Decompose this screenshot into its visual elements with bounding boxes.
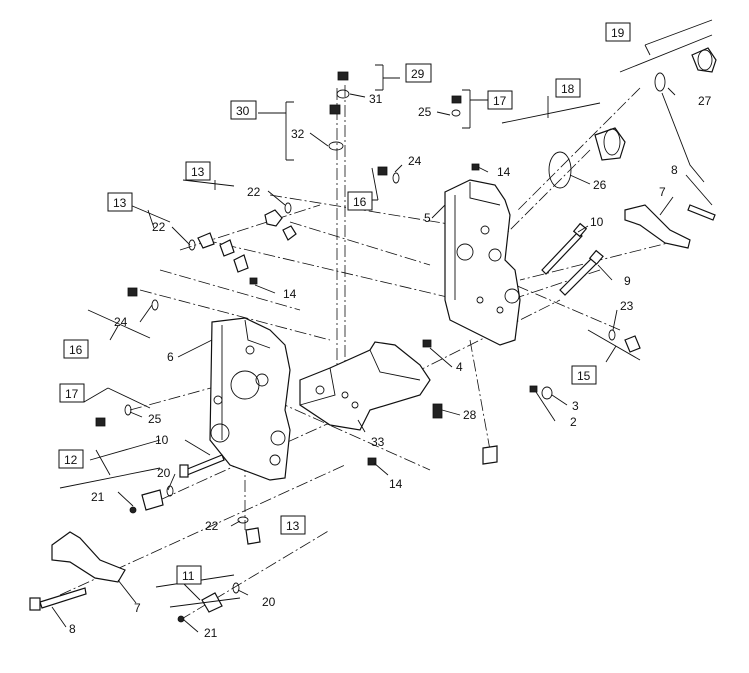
boxed-callout: 11 bbox=[182, 569, 195, 583]
boxed-callout: 13 bbox=[286, 519, 300, 533]
bolt-8-left bbox=[29, 587, 87, 611]
boxed-callout: 13 bbox=[113, 196, 127, 210]
callout-label: 21 bbox=[204, 626, 218, 640]
plug-13-lower bbox=[237, 516, 261, 545]
callout-label: 25 bbox=[148, 412, 162, 426]
plug-24-left bbox=[127, 287, 159, 311]
callout-label: 23 bbox=[620, 299, 634, 313]
plug-23 bbox=[608, 329, 641, 353]
group-braces bbox=[59, 19, 713, 608]
manifold-33 bbox=[299, 341, 431, 431]
callout-label: 14 bbox=[389, 477, 403, 491]
plug-29 bbox=[336, 71, 350, 99]
callout-label: 4 bbox=[456, 360, 463, 374]
fitting-3 bbox=[529, 385, 553, 400]
plug-14-lower bbox=[367, 457, 377, 466]
bracket-7-right bbox=[624, 204, 691, 249]
boxed-callout: 18 bbox=[561, 82, 575, 96]
plug-30 bbox=[328, 104, 344, 151]
callout-label: 33 bbox=[371, 435, 385, 449]
callout-label: 32 bbox=[291, 127, 305, 141]
filter-lower bbox=[482, 445, 498, 465]
callout-label: 26 bbox=[593, 178, 607, 192]
callout-label: 3 bbox=[572, 399, 579, 413]
boxed-callout: 16 bbox=[353, 195, 367, 209]
callout-label: 7 bbox=[134, 601, 141, 615]
callout-label: 8 bbox=[671, 163, 678, 177]
plug-13-left bbox=[188, 232, 249, 273]
callout-label: 25 bbox=[418, 105, 432, 119]
callout-labels: 31 32 25 27 24 14 26 22 5 8 7 22 10 9 14… bbox=[69, 92, 712, 640]
callout-label: 24 bbox=[114, 315, 128, 329]
boxed-callout: 29 bbox=[411, 67, 425, 81]
valve-housing-6 bbox=[209, 317, 291, 481]
bolt-8-right bbox=[687, 204, 716, 221]
callout-label: 6 bbox=[167, 350, 174, 364]
bolt-9 bbox=[559, 249, 604, 296]
boxed-callouts: 19 29 30 17 18 13 16 13 16 15 17 12 13 1… bbox=[58, 22, 631, 585]
callout-label: 8 bbox=[69, 622, 76, 636]
callout-label: 14 bbox=[283, 287, 297, 301]
bolt-10-right bbox=[541, 222, 588, 275]
callout-label: 28 bbox=[463, 408, 477, 422]
o-ring-26 bbox=[548, 151, 572, 189]
plug-4 bbox=[422, 339, 432, 348]
o-ring-27 bbox=[654, 72, 666, 92]
plug-17-top bbox=[451, 95, 462, 117]
boxed-callout: 12 bbox=[64, 453, 78, 467]
bracket-7-left bbox=[51, 531, 126, 583]
plug-14-top bbox=[471, 163, 480, 171]
callout-label: 22 bbox=[205, 519, 219, 533]
boxed-callout: 15 bbox=[577, 369, 591, 383]
callout-label: 20 bbox=[157, 466, 171, 480]
valve-housing-5 bbox=[444, 179, 521, 346]
screen-28 bbox=[432, 403, 443, 419]
callout-label: 9 bbox=[624, 274, 631, 288]
boxed-callout: 16 bbox=[69, 343, 83, 357]
assembly-centerlines bbox=[59, 85, 681, 621]
callout-label: 14 bbox=[497, 165, 511, 179]
fitting-11 bbox=[177, 582, 240, 623]
callout-label: 10 bbox=[590, 215, 604, 229]
callout-label: 22 bbox=[247, 185, 261, 199]
boxed-callout: 17 bbox=[493, 94, 507, 108]
callout-label: 22 bbox=[152, 220, 166, 234]
plug-14-left bbox=[249, 277, 258, 285]
callout-label: 10 bbox=[155, 433, 169, 447]
boxed-callout: 13 bbox=[191, 165, 205, 179]
boxed-callout: 30 bbox=[236, 104, 250, 118]
callout-label: 31 bbox=[369, 92, 383, 106]
callout-label: 27 bbox=[698, 94, 712, 108]
callout-label: 5 bbox=[424, 211, 431, 225]
callout-label: 7 bbox=[659, 185, 666, 199]
callout-label: 21 bbox=[91, 490, 105, 504]
plug-17-left bbox=[95, 404, 132, 427]
plug-19 bbox=[691, 47, 717, 73]
callout-label: 20 bbox=[262, 595, 276, 609]
fitting-12 bbox=[129, 485, 174, 514]
bolt-10-left bbox=[179, 454, 225, 478]
callout-leaders bbox=[51, 87, 713, 633]
plug-13-upper bbox=[264, 202, 297, 241]
plug-16-top bbox=[377, 166, 400, 184]
callout-label: 24 bbox=[408, 154, 422, 168]
boxed-callout: 17 bbox=[65, 387, 79, 401]
boxed-callout: 19 bbox=[611, 26, 625, 40]
plug-18 bbox=[594, 127, 626, 161]
callout-label: 2 bbox=[570, 415, 577, 429]
